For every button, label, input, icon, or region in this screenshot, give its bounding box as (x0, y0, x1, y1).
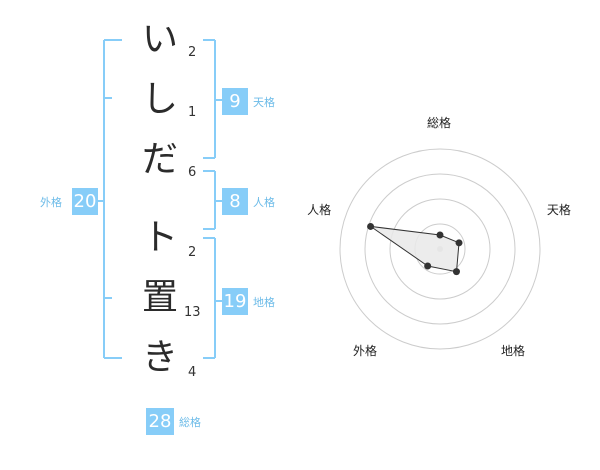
radar-point-2 (455, 239, 463, 247)
stroke-count-4: 2 (188, 245, 197, 260)
chikaku-badge: 19 (222, 288, 248, 315)
name-char-6: き (141, 337, 178, 378)
name-char-3: だ (141, 139, 178, 180)
radar-point-1 (436, 231, 444, 239)
jinkaku-badge: 8 (222, 188, 248, 215)
name-char-2: し (141, 79, 178, 120)
radar-point-3 (452, 268, 460, 276)
radar-axis-label-2: 天格 (546, 203, 571, 218)
radar-axis-label-3: 地格 (501, 343, 526, 358)
radar-ring-4 (339, 148, 541, 350)
radar-axis-label-5: 人格 (307, 203, 332, 218)
stroke-count-3: 6 (188, 165, 197, 180)
radar-point-5 (367, 222, 375, 230)
radar-ring-2 (389, 198, 491, 300)
gaikaku-label: 外格 (40, 196, 62, 209)
tenkaku-label: 天格 (253, 96, 275, 109)
name-char-4: ト (141, 217, 178, 258)
stroke-count-2: 1 (188, 105, 197, 120)
name-char-1: い (141, 19, 178, 60)
chikaku-label: 地格 (253, 296, 275, 309)
name-char-5: 置 (141, 277, 178, 318)
radar-point-4 (424, 262, 432, 270)
radar-ring-3 (364, 173, 516, 325)
tenkaku-badge: 9 (222, 88, 248, 115)
stroke-count-6: 4 (188, 365, 197, 380)
gaikaku-badge: 20 (72, 188, 98, 215)
stroke-count-5: 13 (184, 305, 201, 320)
radar-axis-label-4: 外格 (352, 343, 377, 358)
jinkaku-label: 人格 (253, 196, 275, 209)
soukaku-badge: 28 (146, 408, 174, 435)
radar-polygon (370, 225, 460, 273)
radar-axis-label-1: 総格 (427, 116, 452, 130)
soukaku-label: 総格 (179, 416, 201, 429)
stroke-count-1: 2 (188, 45, 197, 60)
